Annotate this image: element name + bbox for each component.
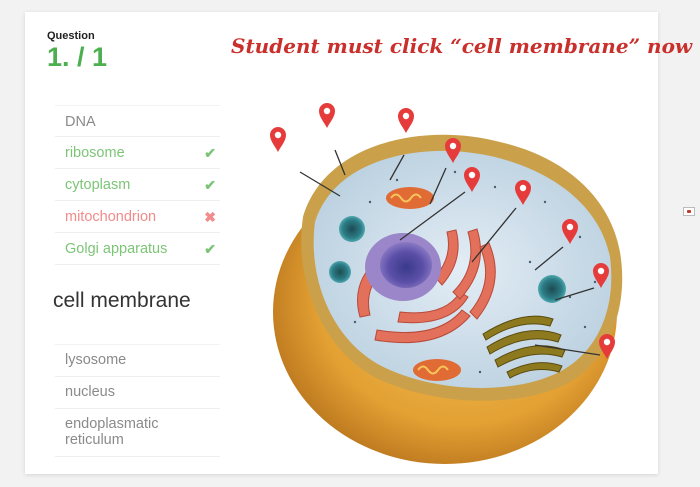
pin-leader-line: [389, 154, 405, 181]
label-pins-layer: [270, 103, 615, 359]
pin-leader-line: [534, 344, 601, 356]
term-item-golgi-apparatus: Golgi apparatus ✔: [55, 233, 220, 265]
pin-leader-line: [399, 191, 466, 241]
map-pin-icon[interactable]: [270, 127, 286, 152]
golgi-apparatus: [482, 315, 566, 379]
check-icon: ✔: [204, 177, 216, 193]
pin-leader-line: [534, 246, 564, 271]
question-label: Question: [47, 30, 95, 42]
pin-leader-line: [334, 149, 346, 176]
quiz-card: Question 1. / 1 Student must click “cell…: [25, 12, 692, 474]
term-item-cytoplasm: cytoplasm ✔: [55, 169, 220, 201]
map-pin-icon[interactable]: [593, 263, 609, 288]
vacuole: [339, 216, 365, 242]
map-pin-icon[interactable]: [398, 108, 414, 133]
term-item-mitochondrion: mitochondrion ✖: [55, 201, 220, 233]
pin-leader-line: [554, 287, 595, 301]
map-pin-icon[interactable]: [445, 138, 461, 163]
mitochondrion: [413, 359, 461, 381]
cytoplasm-region: [313, 150, 612, 388]
term-label: DNA: [65, 114, 96, 130]
term-item-lysosome: lysosome: [55, 344, 220, 377]
term-item-endoplasmatic-reticulum: endoplasmatic reticulum: [55, 409, 220, 457]
collapsed-image-icon[interactable]: [683, 207, 695, 216]
map-pin-icon[interactable]: [562, 219, 578, 244]
pin-leader-line: [299, 171, 341, 197]
pin-leader-line: [429, 167, 447, 205]
term-label: Golgi apparatus: [65, 241, 168, 257]
mitochondrion: [386, 187, 434, 209]
animal-cell-diagram: [273, 134, 623, 464]
check-icon: ✔: [204, 145, 216, 161]
term-item-nucleus: nucleus: [55, 377, 220, 409]
map-pin-icon[interactable]: [464, 167, 480, 192]
map-pin-icon[interactable]: [599, 334, 615, 359]
pin-leader-line: [471, 207, 517, 263]
term-item-dna: DNA: [55, 105, 220, 137]
map-pin-icon[interactable]: [515, 180, 531, 205]
nucleus: [380, 242, 432, 288]
cross-icon: ✖: [204, 209, 216, 225]
map-pin-icon[interactable]: [319, 103, 335, 128]
vacuole: [538, 275, 566, 303]
check-icon: ✔: [204, 241, 216, 257]
term-label: cytoplasm: [65, 177, 131, 193]
term-label: mitochondrion: [65, 209, 157, 225]
current-term-prompt: cell membrane: [53, 289, 191, 312]
term-label: ribosome: [65, 145, 125, 161]
vacuole: [329, 261, 351, 283]
term-item-ribosome: ribosome ✔: [55, 137, 220, 169]
instruction-banner: Student must click “cell membrane” now: [231, 34, 693, 58]
answered-terms-list: DNA ribosome ✔ cytoplasm ✔ mitochondrion…: [55, 105, 220, 265]
remaining-terms-list: lysosome nucleus endoplasmatic reticulum: [55, 344, 220, 457]
question-counter: 1. / 1: [47, 42, 108, 72]
